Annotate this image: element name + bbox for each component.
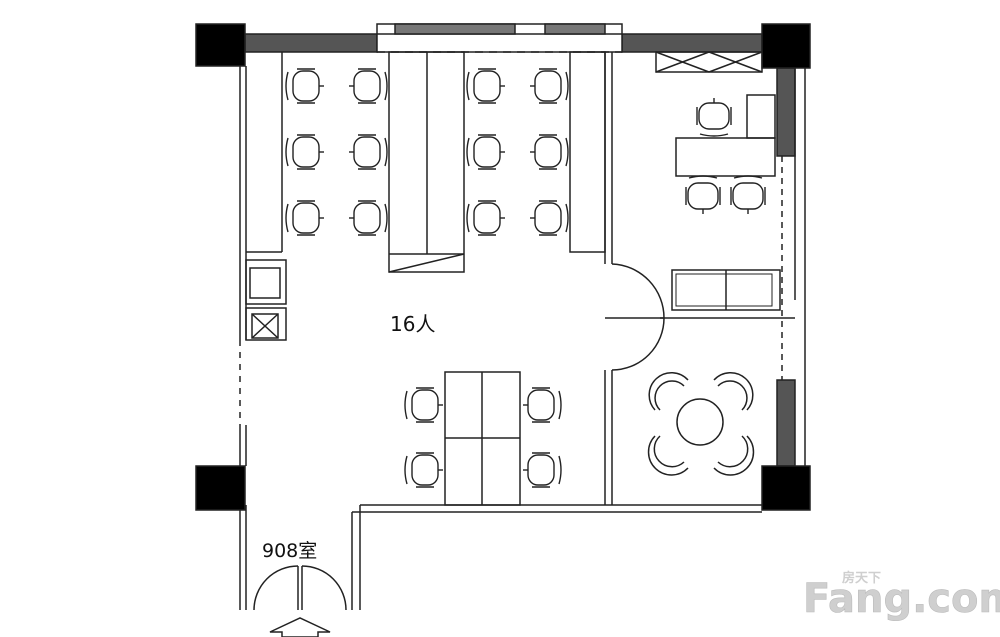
chair-icon bbox=[466, 134, 505, 170]
lounge-chairs bbox=[647, 371, 755, 476]
office-furniture bbox=[655, 51, 781, 446]
chair-icon bbox=[530, 68, 569, 104]
chair-icon bbox=[349, 134, 388, 170]
chair-icon bbox=[466, 200, 505, 236]
chair-icon bbox=[285, 68, 324, 104]
chair-icon bbox=[730, 175, 766, 214]
chair-icon bbox=[530, 134, 569, 170]
chair-icon bbox=[466, 68, 505, 104]
chair-icon bbox=[349, 200, 388, 236]
chairs-group bbox=[285, 68, 766, 488]
right-bench bbox=[569, 51, 606, 253]
meeting-table bbox=[444, 371, 521, 506]
entrance-arrow-icon bbox=[269, 617, 331, 637]
left-counter bbox=[245, 52, 287, 341]
chair-icon bbox=[523, 387, 562, 423]
capacity-label: 16人 bbox=[390, 312, 435, 336]
chair-icon bbox=[530, 200, 569, 236]
room-label: 908室 bbox=[262, 540, 317, 562]
chair-icon bbox=[349, 68, 388, 104]
chair-icon bbox=[523, 452, 562, 488]
chair-icon bbox=[696, 98, 732, 137]
watermark: Fang.com 房天下 bbox=[803, 570, 1000, 622]
watermark-brand-cn: 房天下 bbox=[842, 570, 881, 586]
entrance-doors bbox=[253, 565, 347, 611]
chair-icon bbox=[404, 387, 443, 423]
structural-columns bbox=[195, 23, 811, 511]
door-swing-icon bbox=[605, 263, 665, 371]
chair-icon bbox=[285, 134, 324, 170]
chair-icon bbox=[285, 200, 324, 236]
office-partition bbox=[604, 52, 795, 505]
chair-icon bbox=[685, 175, 721, 214]
center-desk-island bbox=[388, 51, 465, 273]
watermark-brand: Fang.com bbox=[803, 576, 1000, 622]
chair-icon bbox=[404, 452, 443, 488]
